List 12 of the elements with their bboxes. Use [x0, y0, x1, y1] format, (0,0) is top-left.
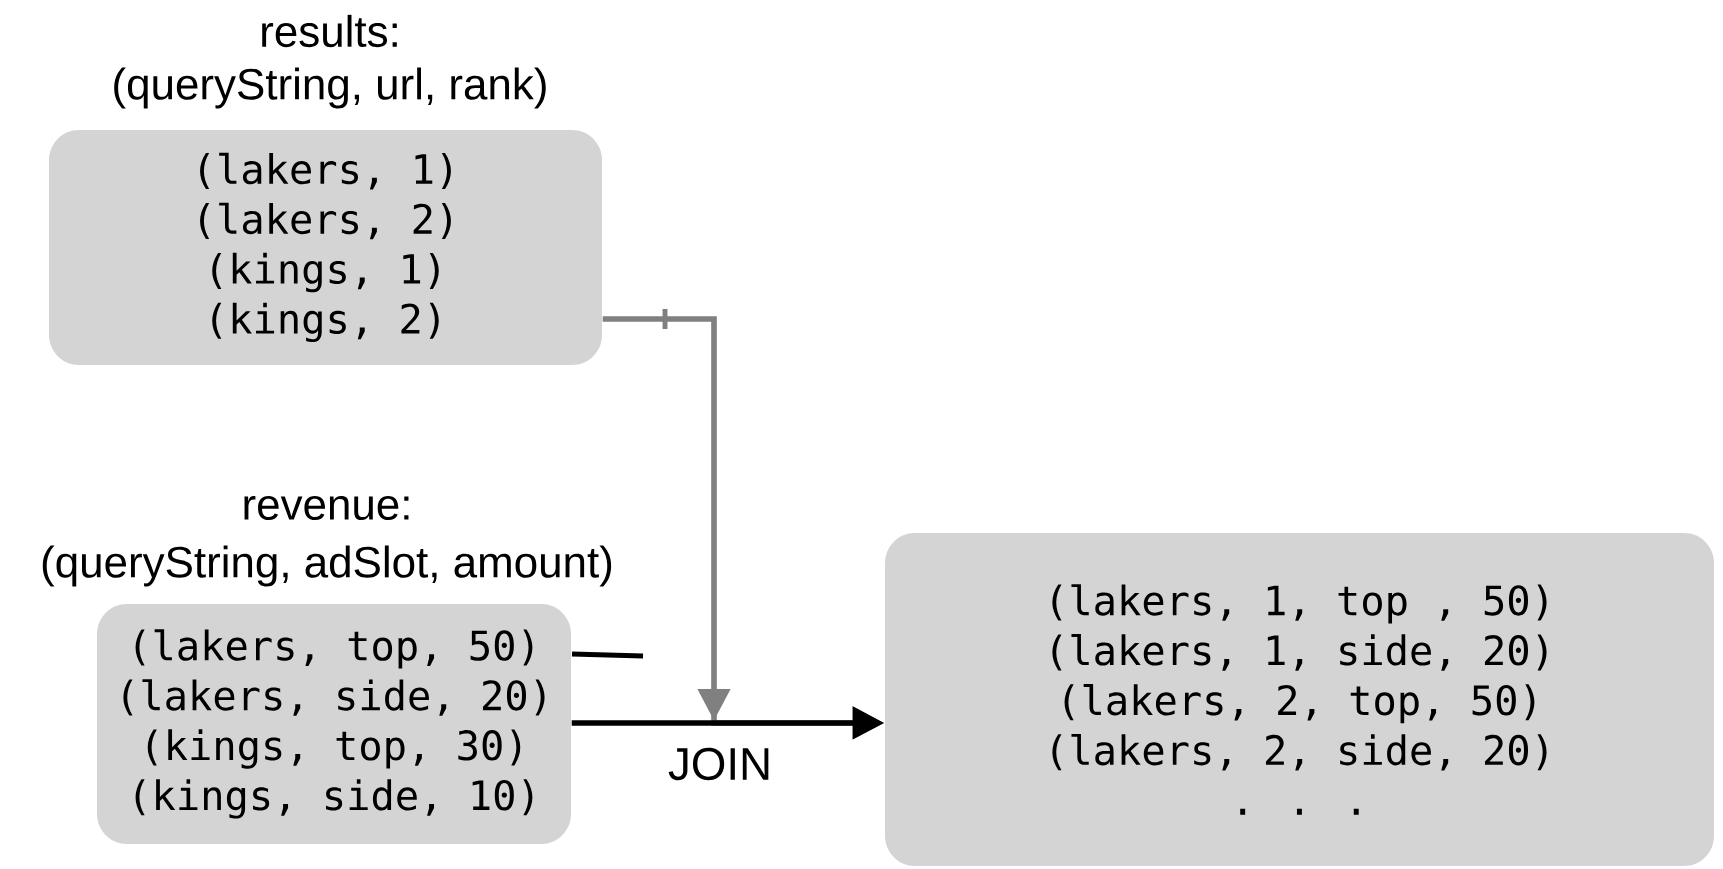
node-label: (kings, 1): [212, 252, 439, 293]
heading: revenue:: [244, 495, 409, 521]
heading: (queryString, url, rank): [114, 67, 546, 109]
edge-label: JOIN: [660, 740, 780, 788]
node-label: (lakers, 1): [200, 152, 451, 190]
node-label: (kings, 2): [212, 302, 439, 343]
rounded-box: (lakers, 1, top , 50) (lakers, 1, side, 20) (lakers, 2, top, 50) (lakers, 2, side, 20) . . .: [885, 533, 1714, 866]
node-label: (lakers, 2): [200, 202, 451, 240]
heading: results:: [262, 14, 397, 48]
heading: (queryString, adSlot, amount): [42, 545, 612, 587]
rounded-box: (lakers, top, 50) (lakers, side, 20) (kings, top, 30) (kings, side, 10): [97, 604, 571, 844]
rounded-box: (lakers, 1) (lakers, 2) (kings, 1) (kings, 2): [49, 130, 602, 365]
